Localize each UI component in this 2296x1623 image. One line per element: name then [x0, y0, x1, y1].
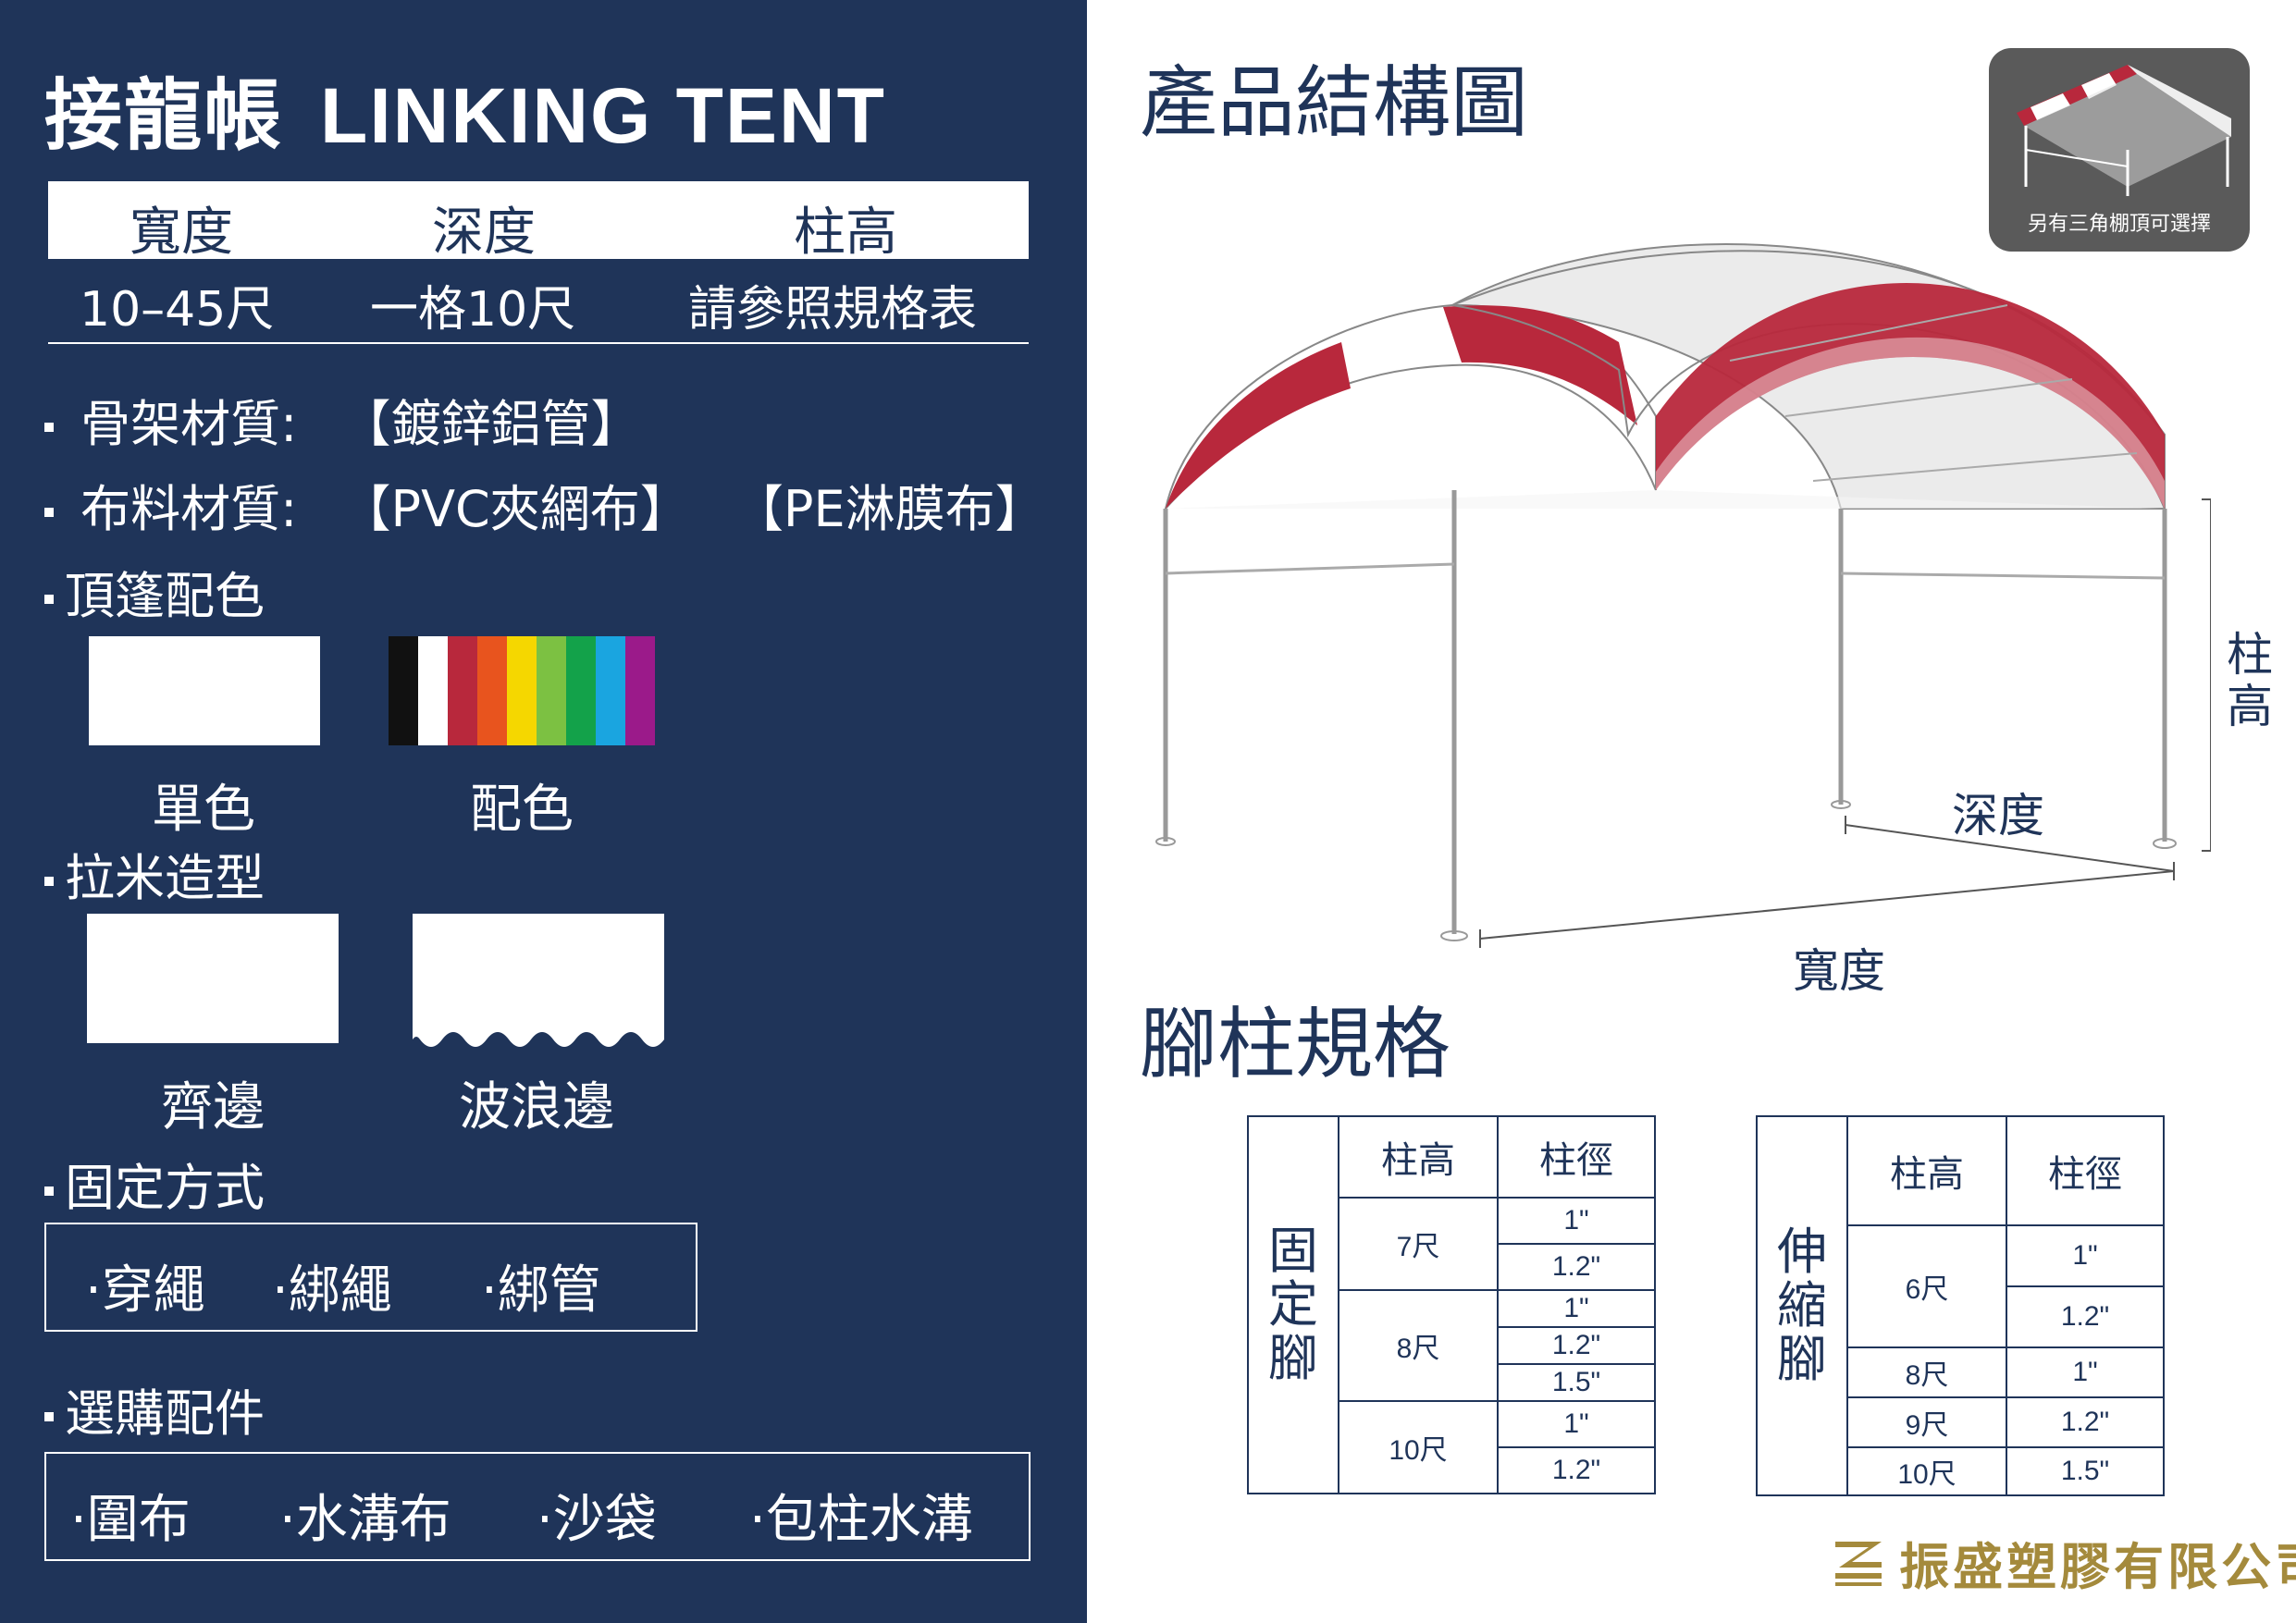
- table-cell-diameter: 1.5": [1497, 1363, 1656, 1402]
- table-cell-diameter: 1": [1497, 1289, 1656, 1328]
- telescopic-legs-side-label: 伸縮腳: [1756, 1115, 1848, 1496]
- company-name: 振盛塑膠有限公司: [1899, 1537, 2296, 1596]
- valance-section-label: 拉米造型: [44, 837, 265, 910]
- single-color-swatch: [89, 636, 320, 745]
- fixing-section-label: 固定方式: [44, 1147, 265, 1220]
- fabric-material-value-pe: 【PE淋膜布】: [733, 480, 1045, 538]
- single-color-caption: 單色: [152, 780, 255, 840]
- accessory-option-curtain: ·圍布: [70, 1490, 191, 1550]
- table-cell-height: 10尺: [1338, 1400, 1499, 1494]
- spec-header-height: 柱高: [794, 203, 897, 263]
- tent-structure-diagram: [1155, 243, 2211, 948]
- color-stripe: [448, 636, 477, 745]
- color-stripe: [566, 636, 596, 745]
- table-cell-diameter: 1.2": [1497, 1243, 1656, 1291]
- table-header-height: 柱高: [1846, 1115, 2007, 1226]
- table-cell-height: 8尺: [1846, 1346, 2007, 1398]
- spec-divider: [48, 342, 1029, 344]
- fixing-option-tie-rope: ·綁繩: [272, 1260, 392, 1321]
- table-cell-height: 10尺: [1846, 1446, 2007, 1496]
- table-cell-diameter: 1.2": [2006, 1396, 2165, 1448]
- table-cell-diameter: 1.5": [2006, 1446, 2165, 1496]
- accessory-option-gutter-cloth: ·水溝布: [279, 1490, 451, 1550]
- color-stripe: [625, 636, 655, 745]
- table-cell-height: 8尺: [1338, 1289, 1499, 1402]
- spec-header-width: 寬度: [130, 203, 233, 263]
- title-chinese: 接龍帳: [44, 70, 284, 161]
- table-cell-diameter: 1.2": [2006, 1285, 2165, 1348]
- color-stripe: [389, 636, 418, 745]
- table-cell-diameter: 1": [1497, 1400, 1656, 1448]
- triangle-roof-inset: 另有三角棚頂可選擇: [1989, 48, 2250, 252]
- height-dimension-label: 柱高: [2227, 628, 2273, 733]
- spec-value-width: 10–45尺: [80, 282, 275, 338]
- fixing-option-tie-pipe: ·綁管: [481, 1260, 601, 1321]
- spec-value-height: 請參照規格表: [688, 282, 978, 338]
- color-stripe: [596, 636, 625, 745]
- spec-header-bar: 寬度 深度 柱高: [48, 181, 1029, 263]
- page-title: 接龍帳 LINKING TENT: [44, 54, 886, 166]
- spec-panel: 接龍帳 LINKING TENT 寬度 深度 柱高 10–45尺 一格10尺 請參…: [0, 0, 1087, 1623]
- color-stripe: [477, 636, 507, 745]
- title-english: LINKING TENT: [320, 72, 886, 159]
- color-section-label: 頂篷配色: [44, 555, 265, 628]
- fabric-material-value-pvc: 【PVC夾網布】: [340, 480, 690, 538]
- fixed-legs-side-label: 固定腳: [1247, 1115, 1339, 1494]
- color-stripe: [418, 636, 448, 745]
- accessories-section-label: 選購配件: [44, 1372, 265, 1445]
- accessory-option-pole-gutter: ·包柱水溝: [749, 1490, 973, 1550]
- straight-edge-caption: 齊邊: [161, 1077, 265, 1137]
- table-cell-diameter: 1.2": [1497, 1326, 1656, 1365]
- structure-title: 產品結構圖: [1140, 57, 1529, 148]
- company-logo: 振盛塑膠有限公司: [1832, 1526, 2296, 1596]
- width-dimension-label: 寬度: [1793, 944, 1885, 998]
- frame-material-value: 【鍍鋅鋁管】: [340, 395, 641, 453]
- fixing-option-rope-through: ·穿繩: [85, 1260, 205, 1321]
- multi-color-caption: 配色: [470, 780, 574, 840]
- accessories-options-box: ·圍布 ·水溝布 ·沙袋 ·包柱水溝: [44, 1452, 1031, 1561]
- multi-color-swatch: [389, 636, 655, 745]
- inset-caption: 另有三角棚頂可選擇: [2027, 213, 2211, 236]
- accessory-option-sandbag: ·沙袋: [537, 1490, 657, 1550]
- frame-material-label: 骨架材質:: [80, 395, 298, 453]
- legs-spec-title: 腳柱規格: [1140, 999, 1451, 1089]
- wave-edge-caption: 波浪邊: [459, 1077, 614, 1137]
- color-stripe: [537, 636, 566, 745]
- table-cell-diameter: 1": [2006, 1346, 2165, 1398]
- table-header-height: 柱高: [1338, 1115, 1499, 1199]
- straight-edge-swatch: [87, 914, 339, 1043]
- frame-material: 骨架材質: 【鍍鋅鋁管】: [44, 383, 641, 456]
- depth-dimension-label: 深度: [1952, 789, 2044, 842]
- table-header-diameter: 柱徑: [2006, 1115, 2165, 1226]
- wave-edge-swatch: [413, 914, 664, 1047]
- fabric-material: 布料材質: 【PVC夾網布】 【PE淋膜布】: [44, 468, 1045, 541]
- company-emblem-icon: [1835, 1541, 1882, 1586]
- table-cell-height: 7尺: [1338, 1197, 1499, 1291]
- color-stripe: [507, 636, 537, 745]
- table-cell-diameter: 1.2": [1497, 1446, 1656, 1494]
- table-cell-height: 6尺: [1846, 1224, 2007, 1348]
- table-header-diameter: 柱徑: [1497, 1115, 1656, 1199]
- table-cell-diameter: 1": [2006, 1224, 2165, 1287]
- triangle-roof-illustration: [2017, 65, 2231, 196]
- fixing-options-box: ·穿繩 ·綁繩 ·綁管: [44, 1223, 697, 1332]
- spec-value-depth: 一格10尺: [370, 282, 576, 338]
- fabric-material-label: 布料材質:: [80, 480, 298, 538]
- table-cell-diameter: 1": [1497, 1197, 1656, 1245]
- table-cell-height: 9尺: [1846, 1396, 2007, 1448]
- spec-header-depth: 深度: [432, 203, 536, 263]
